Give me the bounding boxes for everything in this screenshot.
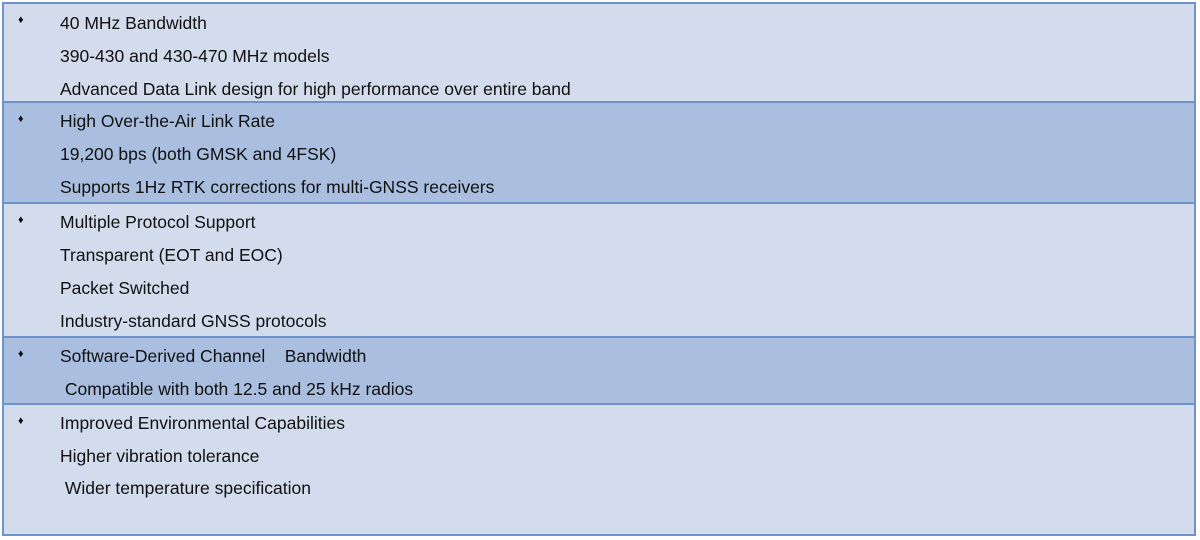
feature-title: 40 MHz Bandwidth <box>60 13 207 33</box>
feature-row-environmental: ♦ Improved Environmental Capabilities Hi… <box>2 405 1196 536</box>
feature-detail: Packet Switched <box>60 278 190 298</box>
feature-detail: Compatible with both 12.5 and 25 kHz rad… <box>60 379 414 399</box>
feature-detail: 19,200 bps (both GMSK and 4FSK) <box>60 144 337 164</box>
feature-detail: Higher vibration tolerance <box>60 446 260 466</box>
feature-row-bandwidth: ♦ 40 MHz Bandwidth 390-430 and 430-470 M… <box>2 2 1196 103</box>
feature-title: Software-Derived Channel Bandwidth <box>60 346 367 366</box>
bullet-icon: ♦ <box>18 113 24 125</box>
feature-row-channel: ♦ Software-Derived Channel Bandwidth Com… <box>2 338 1196 405</box>
bullet-icon: ♦ <box>18 415 24 427</box>
feature-row-protocol: ♦ Multiple Protocol Support Transparent … <box>2 204 1196 338</box>
feature-title: Improved Environmental Capabilities <box>60 413 345 433</box>
bullet-icon: ♦ <box>18 14 24 26</box>
bullet-icon: ♦ <box>18 348 24 360</box>
feature-detail: Wider temperature specification <box>60 478 311 498</box>
feature-title: Multiple Protocol Support <box>60 212 256 232</box>
feature-title: High Over-the-Air Link Rate <box>60 111 275 131</box>
feature-row-link-rate: ♦ High Over-the-Air Link Rate 19,200 bps… <box>2 103 1196 204</box>
feature-detail: Transparent (EOT and EOC) <box>60 245 283 265</box>
feature-detail: Supports 1Hz RTK corrections for multi-G… <box>60 177 495 197</box>
feature-detail: 390-430 and 430-470 MHz models <box>60 46 330 66</box>
feature-detail: Advanced Data Link design for high perfo… <box>60 79 571 99</box>
feature-detail: Industry-standard GNSS protocols <box>60 311 327 331</box>
bullet-icon: ♦ <box>18 214 24 226</box>
